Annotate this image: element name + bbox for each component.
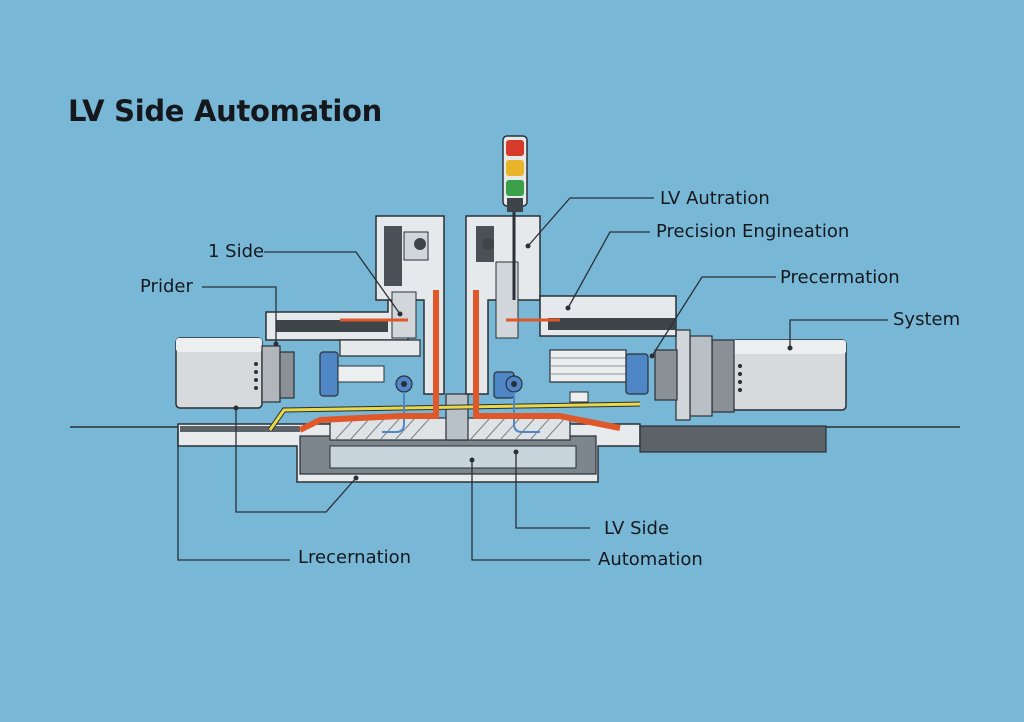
center-post bbox=[445, 393, 469, 441]
base-pit bbox=[177, 393, 827, 483]
right-actuator bbox=[625, 353, 649, 395]
stack-light-red bbox=[506, 140, 524, 156]
right-hot-line bbox=[473, 290, 621, 431]
callout-1-side: 1 Side bbox=[208, 241, 265, 262]
callout-precermation: Precermation bbox=[780, 267, 900, 288]
right-motor bbox=[654, 329, 847, 421]
callout-precision-engineation: Precision Engineation bbox=[656, 221, 850, 242]
callout-lv-autration: LV Autration bbox=[660, 188, 770, 209]
left-motor bbox=[175, 337, 295, 409]
stack-light bbox=[502, 135, 528, 300]
leader-dots bbox=[233, 243, 793, 481]
callout-automation: Automation bbox=[598, 549, 703, 570]
left-actuator bbox=[319, 351, 339, 397]
left-hot-line bbox=[298, 290, 439, 433]
yellow-cable bbox=[268, 402, 641, 431]
left-arm-assembly bbox=[265, 215, 445, 433]
callout-lv-side: LV Side bbox=[604, 518, 670, 539]
stack-light-green bbox=[506, 180, 524, 196]
right-base-block bbox=[639, 425, 827, 453]
leader-lines bbox=[177, 197, 888, 561]
stack-light-yellow bbox=[506, 160, 524, 176]
callout-lrecernation: Lrecernation bbox=[298, 547, 412, 568]
right-arm-assembly bbox=[465, 215, 677, 433]
callout-prider: Prider bbox=[140, 276, 193, 297]
diagram-title: LV Side Automation bbox=[68, 94, 383, 128]
callout-system: System bbox=[893, 309, 961, 330]
